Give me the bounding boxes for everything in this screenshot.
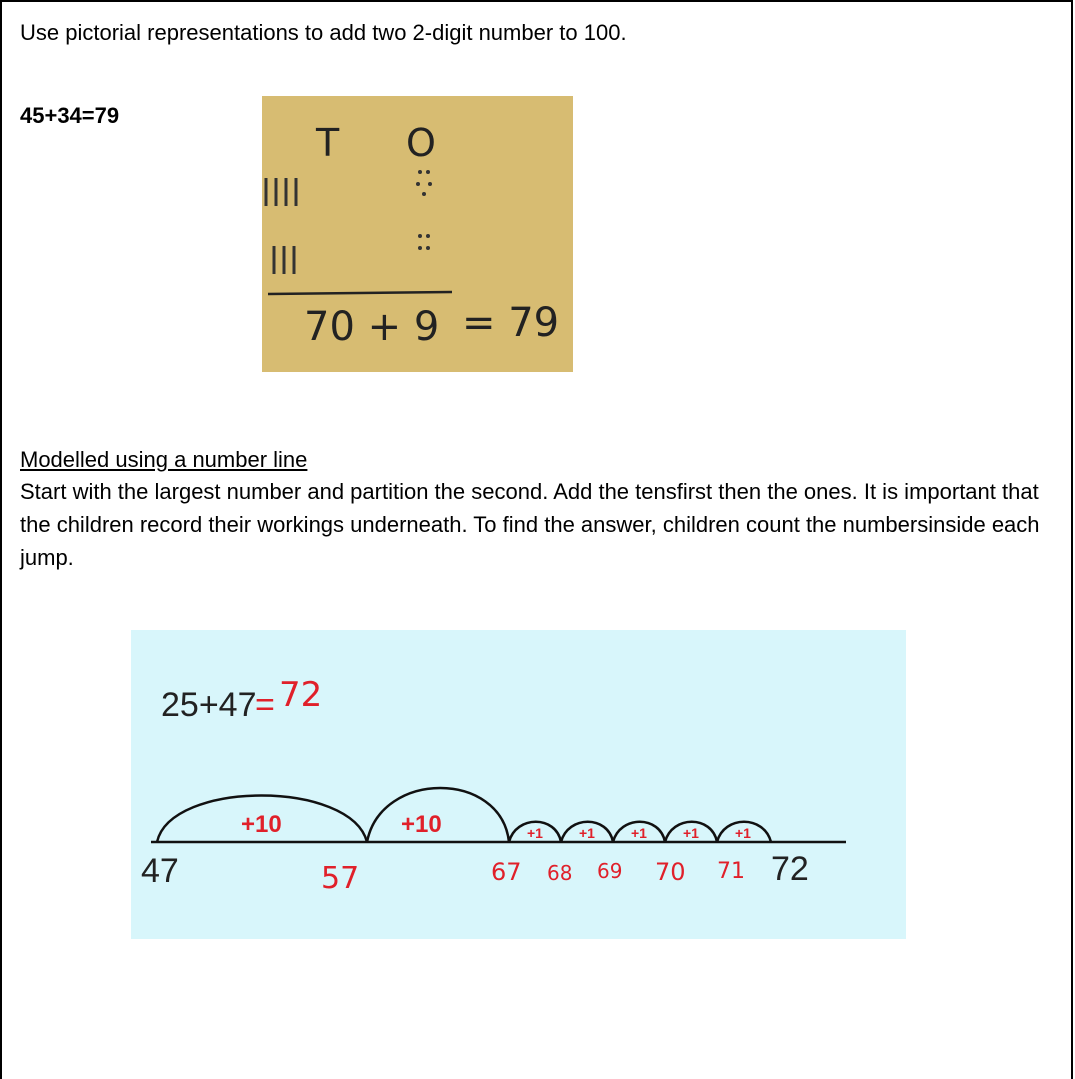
number-line-title: Modelled using a number line (20, 443, 307, 476)
number-line-description: Start with the largest number and partit… (20, 475, 1060, 574)
point-label: 72 (771, 850, 809, 888)
photo-result: = 79 (462, 300, 559, 346)
ones-label: O (406, 121, 436, 165)
figure-background (131, 630, 906, 939)
jump-label: +1 (735, 825, 751, 841)
jump-label: +1 (527, 825, 543, 841)
point-label: 70 (655, 858, 686, 886)
jump-label: +1 (631, 825, 647, 841)
jump-label: +10 (241, 811, 282, 838)
figure-answer: 72 (279, 675, 322, 715)
jump-label: +10 (401, 811, 442, 838)
jump-label: +1 (579, 825, 595, 841)
number-line-figure: 25+47 = 72 +10 +10 +1 +1 +1 +1 +1 47 57 … (131, 630, 906, 939)
point-label: 67 (491, 858, 522, 886)
point-label: 71 (717, 859, 745, 884)
worked-equation: 45+34=79 (20, 99, 119, 132)
figure-equals: = (255, 686, 275, 724)
photo-total: 70 + 9 (304, 304, 439, 350)
point-label: 57 (321, 861, 359, 896)
point-label: 47 (141, 852, 179, 890)
point-label: 69 (597, 859, 622, 883)
figure-sum: 25+47 (161, 686, 257, 724)
point-label: 68 (547, 861, 572, 885)
jump-label: +1 (683, 825, 699, 841)
tens-label: T (315, 121, 340, 165)
page-heading: Use pictorial representations to add two… (20, 16, 627, 49)
tens-ones-photo: T O 70 + 9 = 79 (262, 96, 573, 372)
